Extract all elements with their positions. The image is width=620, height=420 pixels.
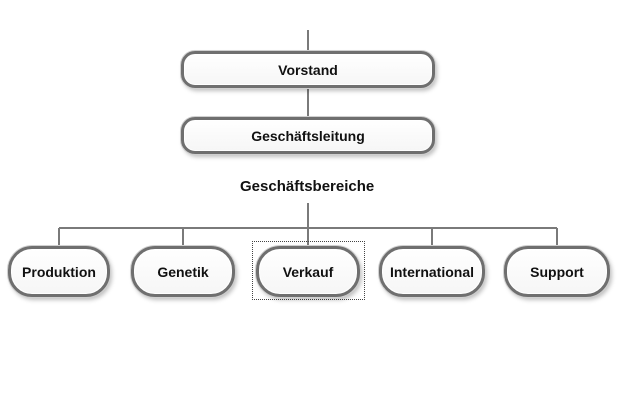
management-box[interactable]: Geschäftsleitung [181, 117, 435, 154]
board-label: Vorstand [278, 61, 338, 78]
division-verkauf[interactable]: Verkauf [256, 246, 360, 297]
division-label: Support [530, 263, 584, 280]
management-label: Geschäftsleitung [251, 127, 365, 144]
division-label: Verkauf [282, 263, 334, 280]
division-label: International [389, 263, 474, 280]
division-genetik[interactable]: Genetik [131, 246, 235, 297]
divisions-heading: Geschäftsbereiche [240, 178, 375, 195]
division-label: Genetik [157, 263, 209, 280]
division-support[interactable]: Support [504, 246, 610, 297]
selection-frame [252, 241, 365, 300]
division-international[interactable]: International [379, 246, 485, 297]
board-box[interactable]: Vorstand [181, 51, 435, 88]
division-label: Produktion [22, 263, 96, 280]
division-produktion[interactable]: Produktion [8, 246, 110, 297]
